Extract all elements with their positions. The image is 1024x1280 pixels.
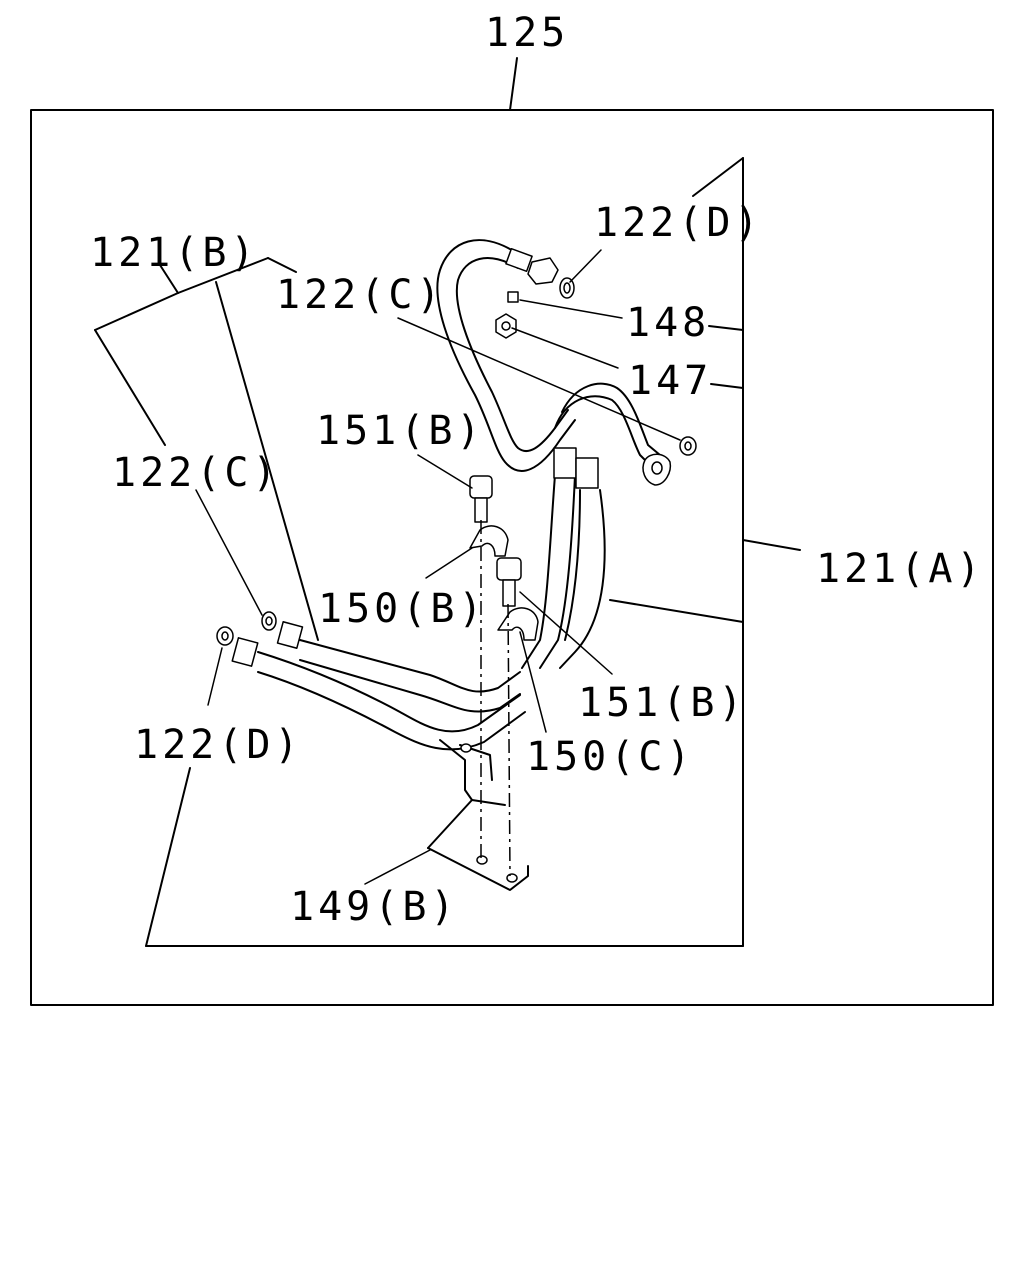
upper-hose xyxy=(436,239,661,472)
lower-hoses xyxy=(231,621,526,751)
part-148 xyxy=(507,291,519,303)
callout-150c: 150(C) xyxy=(526,734,695,780)
washer-122c-top xyxy=(679,436,697,456)
clamp-150b xyxy=(469,525,509,557)
callout-150b: 150(B) xyxy=(318,586,487,632)
callout-147: 147 xyxy=(628,358,712,404)
bolt-151b-top xyxy=(469,475,493,523)
callout-122d-left: 122(D) xyxy=(134,722,303,768)
vertical-hoses xyxy=(521,447,606,669)
bracket-121b xyxy=(94,257,319,641)
callout-122d-top: 122(D) xyxy=(594,200,763,246)
callout-149b: 149(B) xyxy=(290,884,459,930)
upper-fitting xyxy=(505,247,575,299)
callout-148: 148 xyxy=(626,300,710,346)
outer-frame xyxy=(30,109,994,1006)
inner-bracket-frame xyxy=(145,157,801,947)
leaders xyxy=(195,249,681,885)
alignment-lines xyxy=(480,520,511,877)
callout-122c-left: 122(C) xyxy=(112,450,281,496)
callout-151b-right: 151(B) xyxy=(578,680,747,726)
bolt-151b-right xyxy=(496,557,522,607)
washer-122d-left xyxy=(216,626,234,646)
washer-122c-left xyxy=(261,611,277,631)
assembly-leader xyxy=(509,57,518,111)
bracket-149b xyxy=(427,739,529,891)
callout-122c-top: 122(C) xyxy=(276,272,445,318)
callout-121a: 121(A) xyxy=(816,546,985,592)
right-elbow-fitting xyxy=(642,453,672,486)
assembly-label: 125 xyxy=(485,10,569,56)
clamp-150c xyxy=(497,607,539,641)
part-147 xyxy=(495,313,517,339)
callout-121b: 121(B) xyxy=(90,230,259,276)
callout-151b-top: 151(B) xyxy=(316,408,485,454)
